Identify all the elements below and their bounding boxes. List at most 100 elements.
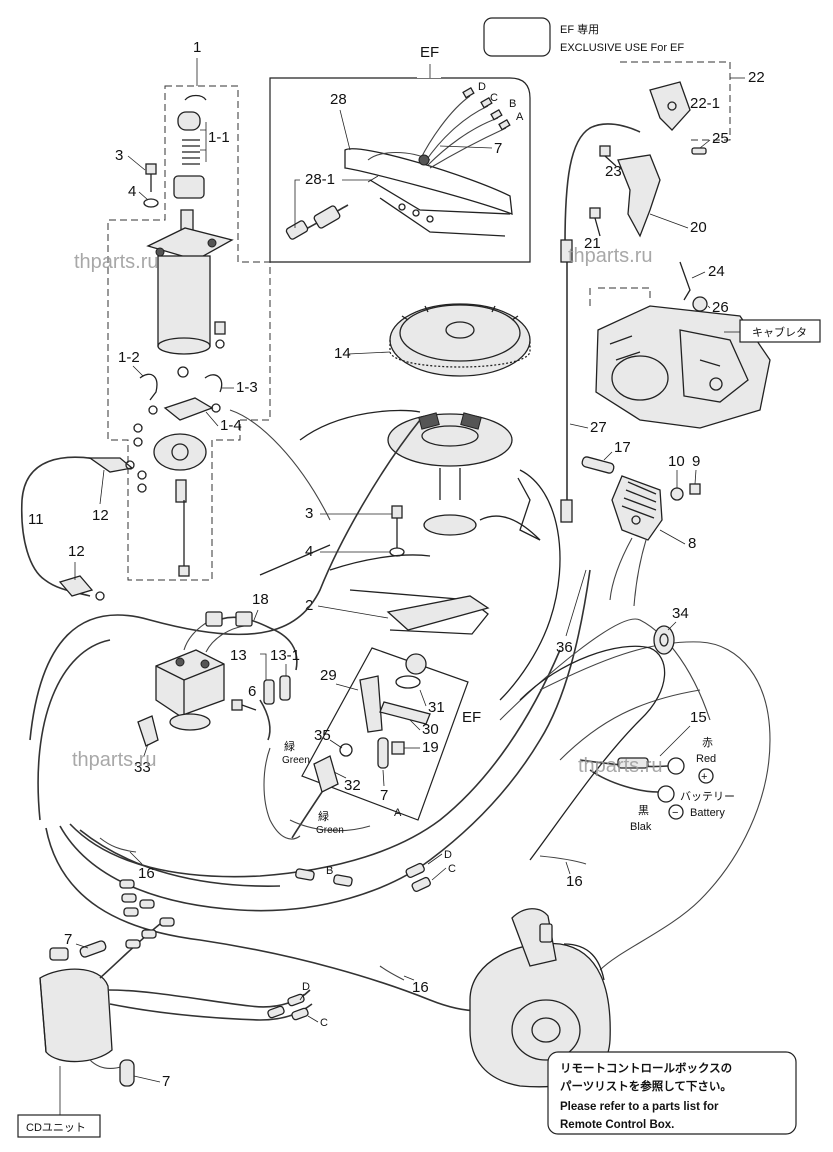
part-7-cd-bottom: 7 xyxy=(162,1073,170,1090)
part-12-bottom: 12 xyxy=(68,543,85,560)
starter-motor xyxy=(133,94,234,577)
part-3-top: 3 xyxy=(115,147,123,164)
part-23: 23 xyxy=(605,163,622,180)
watermark-1: thparts.ru xyxy=(74,251,158,273)
part-32: 32 xyxy=(344,777,361,794)
part-4-center: 4 xyxy=(305,543,313,560)
connector-b-center: B xyxy=(326,865,333,877)
carburetor-label-box xyxy=(739,319,821,343)
part-25: 25 xyxy=(712,130,729,147)
bracket-2 xyxy=(386,595,490,631)
remote-note-jp-2: パーツリストを参照して下さい。 xyxy=(560,1079,732,1093)
ef-exclusive-en: EXCLUSIVE USE For EF xyxy=(560,42,684,54)
connector-a-inset: A xyxy=(516,111,524,123)
throttle-cable-27 xyxy=(564,123,641,245)
ef-exclusive-legend-box xyxy=(483,17,551,57)
cd-unit-label: CDユニット xyxy=(26,1122,86,1134)
part-36: 36 xyxy=(556,639,573,656)
remote-control-box xyxy=(469,908,611,1088)
part-13-1: 13-1 xyxy=(270,647,300,664)
connector-a-center: A xyxy=(394,807,402,819)
connector-d-inset: D xyxy=(478,81,486,93)
part-29: 29 xyxy=(320,667,337,684)
part-22: 22 xyxy=(748,69,765,86)
part-35: 35 xyxy=(314,727,331,744)
battery-minus-symbol xyxy=(668,804,684,820)
part-31: 31 xyxy=(428,699,445,716)
part-9: 9 xyxy=(692,453,700,470)
wire-green-en-1: Green xyxy=(282,755,310,766)
wire-red-en: Red xyxy=(696,753,716,765)
part-13: 13 xyxy=(230,647,247,664)
part-6: 6 xyxy=(248,683,256,700)
cd-unit xyxy=(39,923,313,1087)
bracket-22-1 xyxy=(649,81,691,131)
flywheel-14 xyxy=(389,303,531,377)
part-8: 8 xyxy=(688,535,696,552)
wire-green-jp-1: 緑 xyxy=(284,739,295,753)
part-21: 21 xyxy=(584,235,601,252)
part-16-left: 16 xyxy=(138,865,155,882)
part-17: 17 xyxy=(614,439,631,456)
connector-d-center: D xyxy=(444,849,452,861)
wire-green-jp-2: 緑 xyxy=(318,809,329,823)
part-22-1: 22-1 xyxy=(690,95,720,112)
part-33: 33 xyxy=(134,759,151,776)
part-28: 28 xyxy=(330,91,347,108)
watermark-3: thparts.ru xyxy=(72,749,156,771)
battery-en: Battery xyxy=(690,807,725,819)
stator-base xyxy=(387,412,513,536)
part-15: 15 xyxy=(690,709,707,726)
ef-inset-title: EF xyxy=(420,44,439,61)
ef-inset-tiller-illustration xyxy=(285,87,513,240)
carburetor-illustration xyxy=(589,287,771,429)
wire-green-en-2: Green xyxy=(316,825,344,836)
part-7-center: 7 xyxy=(380,787,388,804)
part-24: 24 xyxy=(708,263,725,280)
carburetor-label: キャブレタ xyxy=(752,325,807,339)
remote-note-en-1: Please refer to a parts list for xyxy=(560,1101,719,1113)
ef-label-center: EF xyxy=(462,709,481,726)
part-10: 10 xyxy=(668,453,685,470)
connector-b-inset: B xyxy=(509,98,516,110)
starter-relay xyxy=(155,613,245,731)
fuel-tank-outline xyxy=(519,645,666,861)
part-1-4: 1-4 xyxy=(220,417,242,434)
part-7-inset: 7 xyxy=(494,140,502,157)
part-26: 26 xyxy=(712,299,729,316)
remote-note-jp-1: リモートコントロールボックスの xyxy=(560,1061,732,1075)
wire-black-jp: 黒 xyxy=(638,804,649,817)
grommet-34 xyxy=(653,625,675,655)
watermark-2: thparts.ru xyxy=(568,245,652,267)
battery-minus: − xyxy=(672,807,678,819)
part-22-group-outline xyxy=(620,61,731,141)
part-14: 14 xyxy=(334,345,351,362)
cable-tie-16-right xyxy=(539,855,587,865)
part-12-top: 12 xyxy=(92,507,109,524)
part-30: 30 xyxy=(422,721,439,738)
part-4-top: 4 xyxy=(128,183,136,200)
part-18: 18 xyxy=(252,591,269,608)
remote-note-en-2: Remote Control Box. xyxy=(560,1119,674,1131)
wire-red-jp: 赤 xyxy=(702,736,713,749)
wire-black-en: Blak xyxy=(630,821,652,833)
cd-unit-label-box xyxy=(17,1114,101,1138)
connector-c-inset: C xyxy=(490,92,498,104)
kill-switch-parts xyxy=(289,653,431,839)
battery-plus-symbol xyxy=(698,768,714,784)
rectifier-regulator-8 xyxy=(609,475,663,607)
cable-tie-16-bottom xyxy=(379,965,405,981)
connector-d-bottom: D xyxy=(302,981,310,993)
connector-c-bottom: C xyxy=(320,1017,328,1029)
cd-connector-bundle xyxy=(119,879,175,949)
part-20: 20 xyxy=(690,219,707,236)
part-28-1: 28-1 xyxy=(305,171,335,188)
part-1-3: 1-3 xyxy=(236,379,258,396)
battery-plus: + xyxy=(701,771,707,783)
cable-tie-16-left xyxy=(99,837,137,853)
part-1-1: 1-1 xyxy=(208,129,230,146)
part-27: 27 xyxy=(590,419,607,436)
part-16-bottom: 16 xyxy=(412,979,429,996)
part-16-right: 16 xyxy=(566,873,583,890)
